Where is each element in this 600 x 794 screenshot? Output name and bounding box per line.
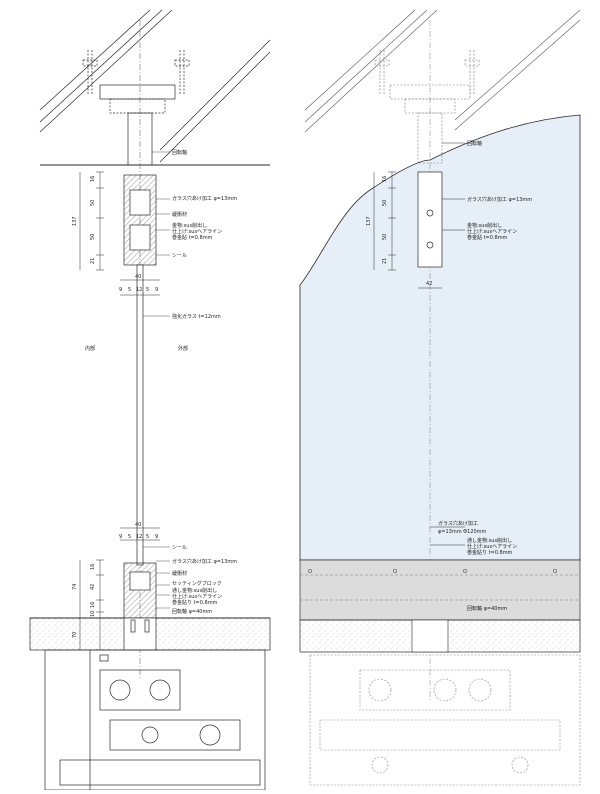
dim-bottom-h4: 9 bbox=[155, 534, 158, 540]
label-seal-top: シール bbox=[172, 253, 187, 259]
r-dim-v0: 16 bbox=[382, 176, 388, 182]
left-anchor-bolts bbox=[82, 50, 190, 95]
r-label-hardware-1: 金物:sus削出し bbox=[467, 222, 502, 229]
dim-top-h4: 9 bbox=[155, 287, 158, 293]
r-label-glass-hole: ガラス穴あけ加工 φ=13mm bbox=[467, 196, 532, 203]
r-dim-v3: 21 bbox=[382, 258, 388, 264]
dim-top-total: 137 bbox=[72, 216, 78, 226]
left-leaders bbox=[143, 151, 170, 609]
label-hardware-3: 巻金貼 t=0.8mm bbox=[172, 234, 213, 241]
label-hardware-1: 金物:sus削出し bbox=[172, 222, 207, 229]
left-labels: 回転軸 ガラス穴あけ加工 φ=13mm 緩衝材 金物:sus削出し 仕上げ:su… bbox=[85, 149, 237, 615]
dim-bottom-total: 74 bbox=[72, 584, 78, 590]
right-dim-numbers: 16 50 50 21 137 42 bbox=[366, 176, 432, 287]
right-floor-closer bbox=[309, 654, 581, 786]
dim-bottom-width: 40 bbox=[135, 522, 141, 528]
dim-bottom-v3: 10 bbox=[90, 611, 96, 617]
dim-bottom-h3: 5 bbox=[146, 534, 149, 540]
dim-bottom-v2: 16 bbox=[90, 602, 96, 608]
label-glass-hole-bottom: ガラス穴あけ加工 φ=13mm bbox=[172, 558, 237, 565]
r-dim-width: 42 bbox=[426, 281, 432, 287]
r-label-glass-hole-bottom-2: φ=13mm Φ120mm bbox=[438, 529, 487, 535]
label-exterior: 外部 bbox=[178, 345, 188, 352]
dim-top-h3: 5 bbox=[146, 287, 149, 293]
label-bottom-hw-3: 巻金貼り t=0.8mm bbox=[172, 599, 218, 606]
right-glass-pane bbox=[299, 114, 581, 561]
dim-top-v1: 50 bbox=[90, 200, 96, 206]
label-tempered-glass: 強化ガラス t=12mm bbox=[172, 313, 221, 320]
r-label-bottom-hw-2: 仕上げ:susヘアライン bbox=[467, 543, 517, 550]
dim-top-v2: 50 bbox=[90, 234, 96, 240]
right-bottom-rail bbox=[299, 559, 581, 621]
right-ceiling-beams bbox=[304, 9, 581, 133]
r-label-pivot-bottom: 回転軸 φ=40mm bbox=[467, 605, 507, 612]
left-dim-numbers: 16 50 50 21 137 9 5 12 5 9 40 40 9 5 12 … bbox=[72, 176, 158, 638]
r-label-glass-hole-bottom-1: ガラス穴あけ加工 bbox=[438, 520, 478, 527]
dim-top-width: 40 bbox=[135, 274, 141, 280]
dim-top-h1: 5 bbox=[128, 287, 131, 293]
label-pivot-axis: 回転軸 bbox=[172, 149, 187, 156]
left-top-dims bbox=[79, 171, 160, 296]
label-bottom-hw-2: 仕上げ:susヘアライン bbox=[172, 593, 222, 600]
label-cushion: 緩衝材 bbox=[172, 211, 187, 218]
label-seal-bottom: シール bbox=[172, 545, 187, 551]
dim-bottom-h0: 9 bbox=[119, 534, 122, 540]
r-dim-v1: 50 bbox=[382, 200, 388, 206]
dim-top-v3: 21 bbox=[90, 258, 96, 264]
label-interior: 内部 bbox=[85, 345, 95, 352]
left-ceiling-beams bbox=[39, 9, 271, 163]
label-bottom-hw-1: 通し金物:sus削出し bbox=[172, 587, 217, 594]
left-top-patch-fitting bbox=[123, 174, 157, 266]
label-glass-hole: ガラス穴あけ加工 φ=13mm bbox=[172, 195, 237, 202]
left-bottom-dims bbox=[79, 527, 160, 651]
r-label-hardware-2: 仕上げ:susヘアライン bbox=[467, 228, 517, 235]
r-label-bottom-hw-3: 巻金貼り t=0.8mm bbox=[467, 549, 513, 556]
dim-top-h2: 12 bbox=[136, 287, 142, 293]
dim-top-v0: 16 bbox=[90, 176, 96, 182]
dim-bottom-v0: 16 bbox=[90, 564, 96, 570]
dim-bottom-h2: 12 bbox=[136, 534, 142, 540]
dim-bottom-v1: 42 bbox=[90, 584, 96, 590]
dim-bottom-h1: 5 bbox=[128, 534, 131, 540]
right-top-patch-plate bbox=[417, 171, 443, 268]
left-floor-closer bbox=[44, 649, 266, 791]
r-label-hardware-3: 巻金貼 t=0.8mm bbox=[467, 234, 508, 241]
label-pivot-bottom: 回転軸 φ=40mm bbox=[172, 608, 212, 615]
right-section bbox=[299, 9, 581, 786]
left-ceiling-plate bbox=[99, 84, 176, 100]
left-glass-pane bbox=[136, 264, 144, 566]
right-labels: 回転軸 ガラス穴あけ加工 φ=13mm 金物:sus削出し 仕上げ:susヘアラ… bbox=[438, 140, 532, 612]
r-dim-v2: 50 bbox=[382, 234, 388, 240]
label-hardware-2: 仕上げ:susヘアライン bbox=[172, 228, 222, 235]
dim-floor: 70 bbox=[72, 632, 78, 638]
r-dim-total: 137 bbox=[366, 216, 372, 226]
label-setting-block: セッティングブロック bbox=[172, 580, 222, 587]
dim-top-h0: 9 bbox=[119, 287, 122, 293]
left-bottom-patch-fitting bbox=[123, 562, 157, 619]
left-section bbox=[29, 9, 271, 791]
label-cushion-bottom: 緩衝材 bbox=[172, 570, 187, 577]
r-label-pivot-axis: 回転軸 bbox=[467, 140, 482, 147]
r-label-bottom-hw-1: 通し金物:sus削出し bbox=[467, 537, 512, 544]
